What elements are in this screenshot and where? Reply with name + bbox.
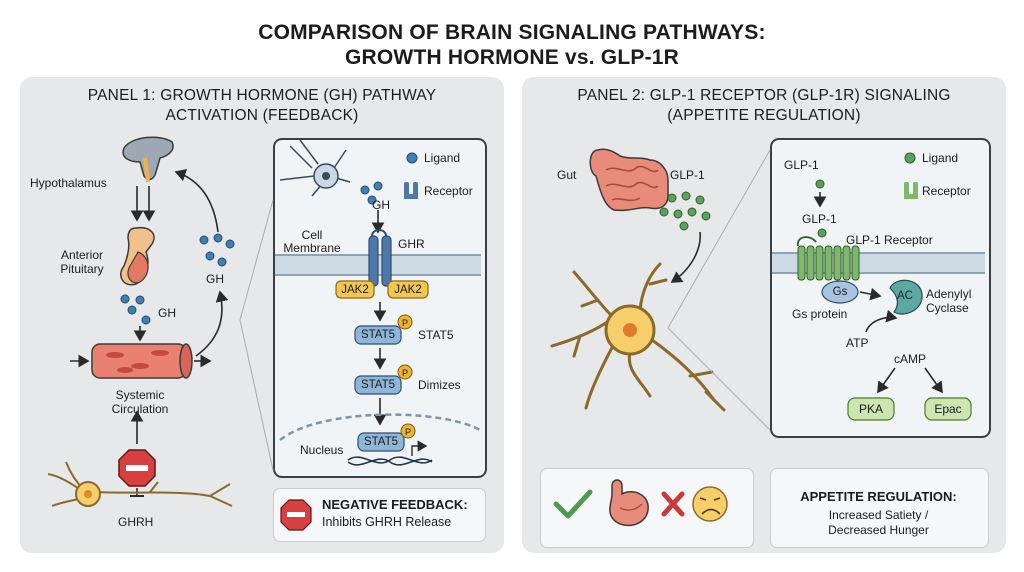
dna-icon (347, 456, 433, 466)
glp1-ligand-legend-label: Ligand (922, 151, 959, 165)
glp1-top-label: GLP-1 (670, 168, 705, 182)
membrane-label: Membrane (283, 241, 341, 255)
phospho-3: P (404, 427, 411, 437)
ghr-label: GHR (398, 237, 425, 251)
phospho-1: P (401, 318, 408, 328)
jak2-right: JAK2 (394, 284, 422, 296)
stat5-box-2: STAT5 (360, 379, 396, 391)
inset-neuron-icon (279, 139, 351, 197)
panel-2-title-line2: (APPETITE REGULATION) (667, 107, 861, 124)
glp1-receptor-icon (797, 236, 860, 281)
negative-feedback-text: Inhibits GHRH Release (322, 515, 452, 529)
sad-face-icon (692, 486, 728, 522)
appetite-line1: Increased Satiety / (828, 508, 929, 522)
gs-label: Gs (832, 286, 848, 298)
panel-1-title-line2: ACTIVATION (FEEDBACK) (165, 107, 359, 124)
pituitary-icon (120, 226, 155, 286)
page-title-line2: GROWTH HORMONE vs. GLP-1R (344, 46, 680, 69)
glp1-receptor-label: GLP-1 Receptor (846, 233, 933, 247)
epac-label: Epac (934, 402, 962, 416)
jak2-left: JAK2 (341, 284, 369, 296)
page-title-line1: COMPARISON OF BRAIN SIGNALING PATHWAYS: (258, 21, 766, 44)
negative-feedback-title: NEGATIVE FEEDBACK: (322, 497, 468, 512)
pka-label: PKA (858, 402, 883, 416)
hypothalamus-icon (122, 136, 174, 183)
systemic-label: Systemic (115, 388, 165, 402)
dimizes-label: Dimizes (418, 378, 461, 392)
gut-label: Gut (557, 168, 577, 182)
gh-label-small: GH (158, 306, 176, 320)
receptor-legend-icon (404, 182, 418, 199)
blood-vessel-icon (91, 343, 193, 379)
appetite-title: APPETITE REGULATION: (800, 489, 957, 504)
anterior-label: Anterior (60, 248, 104, 262)
appetite-regulation-box (770, 468, 989, 548)
glp1-receptor-legend-label: Receptor (922, 184, 971, 198)
cross-icon (661, 491, 685, 517)
negative-feedback-stop-icon (280, 499, 312, 531)
target-neuron-icon (550, 262, 726, 412)
ligand-legend-label: Ligand (424, 151, 461, 165)
gh-label-right: GH (206, 272, 224, 286)
pituitary-label: Pituitary (60, 262, 104, 276)
ghrh-label: GHRH (118, 515, 154, 529)
gh-inset-label-visible: GH (372, 198, 390, 212)
cell-label: Cell (301, 228, 323, 242)
panel-1-title-line1: PANEL 1: GROWTH HORMONE (GH) PATHWAY (87, 87, 437, 104)
panel-2-title-line1: PANEL 2: GLP-1 RECEPTOR (GLP-1R) SIGNALI… (577, 87, 951, 104)
glp1-inset-label-a: GLP-1 (784, 158, 819, 172)
camp-label: cAMP (894, 352, 927, 366)
checkmark-icon (553, 489, 593, 519)
atp-label: ATP (846, 336, 869, 350)
stomach-icon (609, 479, 649, 527)
cyclase-label: Cyclase (926, 301, 969, 315)
ghrh-neuron-icon (47, 461, 233, 507)
ac-label: AC (897, 290, 913, 302)
stat5-box-1: STAT5 (360, 329, 396, 341)
circulation-label: Circulation (111, 402, 169, 416)
hypothalamus-label: Hypothalamus (30, 176, 107, 190)
adenylyl-label: Adenylyl (926, 287, 972, 301)
appetite-line2: Decreased Hunger (828, 523, 929, 537)
phospho-2: P (401, 368, 408, 378)
gs-protein-label: Gs protein (792, 307, 848, 321)
glp1-inset-label-b: GLP-1 (802, 212, 837, 226)
stop-sign-icon (118, 449, 156, 487)
receptor-legend-label: Receptor (424, 184, 473, 198)
nucleus-label: Nucleus (300, 443, 344, 457)
stat5-box-3: STAT5 (363, 436, 399, 448)
ghr-receptor-icon (368, 229, 392, 287)
gut-icon (589, 148, 669, 212)
glp1-receptor-legend-icon (904, 182, 918, 199)
stat5-side-label: STAT5 (418, 328, 454, 342)
